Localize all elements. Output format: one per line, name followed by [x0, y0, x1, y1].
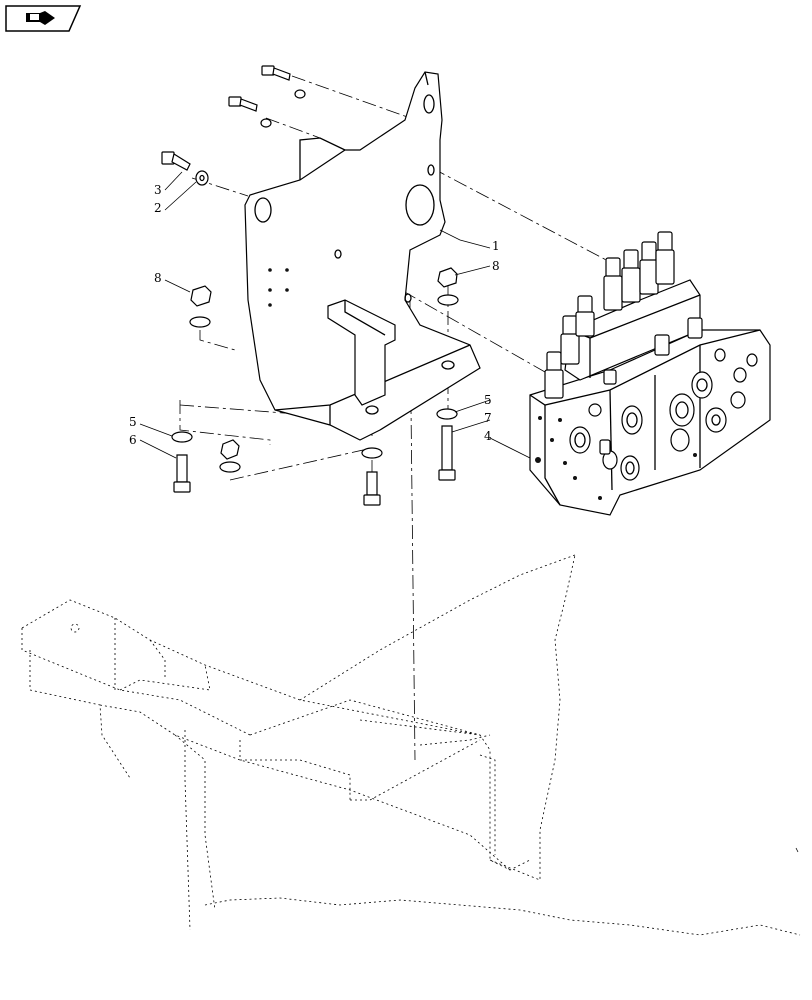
bolt-item-6	[173, 454, 191, 493]
nut-lower-left	[219, 439, 241, 473]
mounting-bracket	[244, 71, 481, 441]
bolt-center	[363, 471, 381, 506]
callout-5-right: 5	[484, 393, 492, 407]
callout-8-right: 8	[492, 259, 500, 273]
bolt-item-3	[161, 151, 191, 171]
callout-6: 6	[129, 433, 137, 447]
callout-labels: 1 2 3 4 5 5 6 7 8 8	[129, 183, 500, 447]
nut-left	[189, 285, 212, 328]
washer-item-2	[195, 170, 209, 186]
bolt-item-7	[438, 425, 456, 481]
washer-item-5-left	[171, 431, 193, 443]
top-bolt-2	[228, 96, 272, 128]
washer-item-5-right	[436, 408, 458, 420]
callout-leaders	[139, 171, 531, 459]
top-bolt-1	[261, 65, 306, 99]
callout-5-left: 5	[129, 415, 137, 429]
callout-4: 4	[484, 429, 492, 443]
nav-badge[interactable]	[5, 5, 82, 32]
callout-8-left: 8	[154, 271, 162, 285]
corner-mark	[795, 847, 799, 853]
folded-arrow-icon	[26, 11, 55, 25]
nut-right	[437, 267, 459, 306]
callout-7: 7	[484, 411, 492, 425]
control-valve	[529, 231, 771, 516]
frame-outline	[21, 554, 801, 936]
callout-2: 2	[154, 201, 162, 215]
valve-ports	[535, 317, 758, 500]
washer-center	[361, 447, 383, 459]
callout-3: 3	[154, 183, 162, 197]
spool-caps	[544, 231, 675, 399]
callout-1: 1	[492, 239, 500, 253]
